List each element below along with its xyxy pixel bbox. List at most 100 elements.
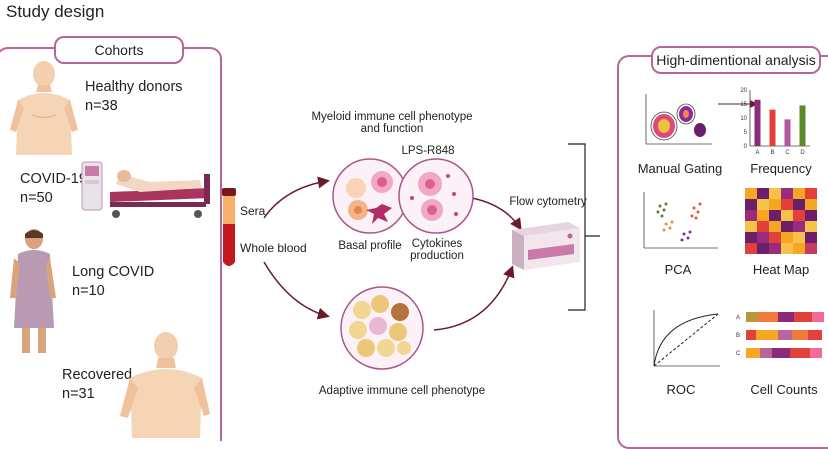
myeloid-title: Myeloid immune cell phenotype and functi… bbox=[292, 111, 492, 135]
heat-map-cell bbox=[793, 199, 805, 210]
cell-counts-segment bbox=[746, 330, 756, 340]
cytokines-line2: production bbox=[410, 250, 464, 262]
cell-counts-segment bbox=[778, 330, 792, 340]
heat-map-cell bbox=[769, 221, 781, 232]
myeloid-title-line2: and function bbox=[360, 123, 424, 135]
cohort-long-covid: Long COVID n=10 bbox=[72, 263, 154, 301]
flow-arrows bbox=[263, 100, 758, 331]
blood-tube-icon bbox=[222, 188, 236, 266]
heat-map-cell bbox=[781, 243, 793, 254]
myeloid-title-line1: Myeloid immune cell phenotype bbox=[311, 111, 473, 123]
frequency-ytick: 10 bbox=[740, 116, 747, 122]
heat-map-cell bbox=[745, 232, 757, 243]
heat-map-cell bbox=[757, 199, 769, 210]
heat-map-cell bbox=[745, 221, 757, 232]
stimulus-label: LPS-R848 bbox=[401, 145, 455, 157]
cohort-name: Recovered bbox=[62, 367, 133, 383]
cohort-count: n=50 bbox=[20, 190, 53, 206]
pca-plot bbox=[643, 192, 718, 249]
heat-map-cell bbox=[781, 199, 793, 210]
basal-profile-label: Basal profile bbox=[338, 240, 402, 252]
cell-counts-segment bbox=[760, 348, 772, 358]
frequency-bar bbox=[784, 119, 791, 146]
cell-counts-segment bbox=[810, 348, 822, 358]
manual-gating-plot bbox=[645, 94, 712, 145]
cell-counts-segment bbox=[746, 312, 758, 322]
heat-map-cell bbox=[805, 221, 817, 232]
heat-map-cell bbox=[769, 243, 781, 254]
flow-cytometer-icon bbox=[512, 222, 580, 270]
heat-map-cell bbox=[793, 210, 805, 221]
cell-counts-segment bbox=[794, 312, 812, 322]
heat-map-cell bbox=[793, 221, 805, 232]
flow-cytometry-label: Flow cytometry bbox=[509, 196, 587, 208]
heat-map-cell bbox=[793, 243, 805, 254]
long-covid-patient-icon bbox=[10, 229, 56, 353]
cell-counts-label: Cell Counts bbox=[750, 382, 818, 397]
pca-label: PCA bbox=[664, 262, 692, 277]
hospital-bed-patient-icon bbox=[81, 161, 210, 218]
cohort-covid: COVID-19 n=50 bbox=[20, 170, 87, 208]
cell-counts-segment bbox=[756, 330, 778, 340]
cohort-name: Long COVID bbox=[72, 264, 155, 280]
frequency-bar bbox=[754, 99, 761, 146]
cohort-count: n=31 bbox=[62, 386, 95, 402]
heat-map-cell bbox=[805, 243, 817, 254]
heat-map-cell bbox=[745, 188, 757, 199]
adaptive-cells-icon bbox=[340, 286, 424, 370]
frequency-xtick: D bbox=[800, 150, 805, 156]
heat-map-cell bbox=[757, 210, 769, 221]
frequency-ytick: 5 bbox=[744, 130, 748, 136]
heat-map-cell bbox=[781, 232, 793, 243]
heat-map-cell bbox=[757, 188, 769, 199]
cell-counts-segment bbox=[792, 330, 808, 340]
heat-map-cell bbox=[769, 232, 781, 243]
cytokines-line1: Cytokines bbox=[411, 238, 463, 250]
basal-profile-cells-icon bbox=[332, 158, 408, 234]
heat-map-cell bbox=[745, 210, 757, 221]
heat-map-cell bbox=[757, 232, 769, 243]
heat-map-cell bbox=[805, 199, 817, 210]
frequency-ytick: 0 bbox=[744, 144, 748, 150]
cohort-name: COVID-19 bbox=[20, 171, 87, 187]
cell-counts-segment bbox=[812, 312, 824, 322]
whole-blood-label: Whole blood bbox=[240, 241, 307, 255]
heat-map-cell bbox=[781, 210, 793, 221]
frequency-xtick: B bbox=[770, 150, 774, 156]
analysis-tab: High-dimentional analysis bbox=[651, 46, 821, 74]
heat-map-cell bbox=[805, 210, 817, 221]
heat-map-cell bbox=[781, 221, 793, 232]
cytokine-cells-icon bbox=[398, 158, 474, 234]
cell-counts-row-label: B bbox=[736, 333, 740, 339]
heat-map-cell bbox=[805, 188, 817, 199]
heat-map-cell bbox=[769, 210, 781, 221]
sera-label: Sera bbox=[240, 204, 266, 218]
adaptive-title: Adaptive immune cell phenotype bbox=[318, 385, 486, 397]
cytokines-label: Cytokines production bbox=[402, 238, 472, 262]
frequency-xtick: A bbox=[755, 150, 759, 156]
recovered-person-icon bbox=[120, 332, 210, 438]
cohort-recovered: Recovered n=31 bbox=[62, 366, 132, 404]
heat-map-cell bbox=[769, 199, 781, 210]
page-title: Study design bbox=[6, 2, 105, 21]
heat-map-cell bbox=[745, 199, 757, 210]
cell-counts-chart: ABC bbox=[736, 312, 824, 358]
heat-map-cell bbox=[793, 232, 805, 243]
cell-counts-segment bbox=[772, 348, 790, 358]
cohort-count: n=10 bbox=[72, 283, 105, 299]
heat-map-cell bbox=[757, 243, 769, 254]
cohort-healthy: Healthy donors n=38 bbox=[85, 78, 183, 116]
cell-counts-segment bbox=[778, 312, 794, 322]
heat-map-cell bbox=[793, 188, 805, 199]
heat-map-cell bbox=[745, 243, 757, 254]
frequency-bar bbox=[799, 105, 806, 146]
cell-counts-row-label: C bbox=[736, 351, 741, 357]
heat-map-cell bbox=[805, 232, 817, 243]
frequency-ytick: 15 bbox=[740, 102, 747, 108]
cell-counts-segment bbox=[790, 348, 810, 358]
healthy-donor-figure-icon bbox=[10, 61, 78, 155]
cohorts-tab: Cohorts bbox=[54, 36, 184, 64]
frequency-label: Frequency bbox=[750, 161, 812, 176]
frequency-ytick: 20 bbox=[740, 88, 747, 94]
